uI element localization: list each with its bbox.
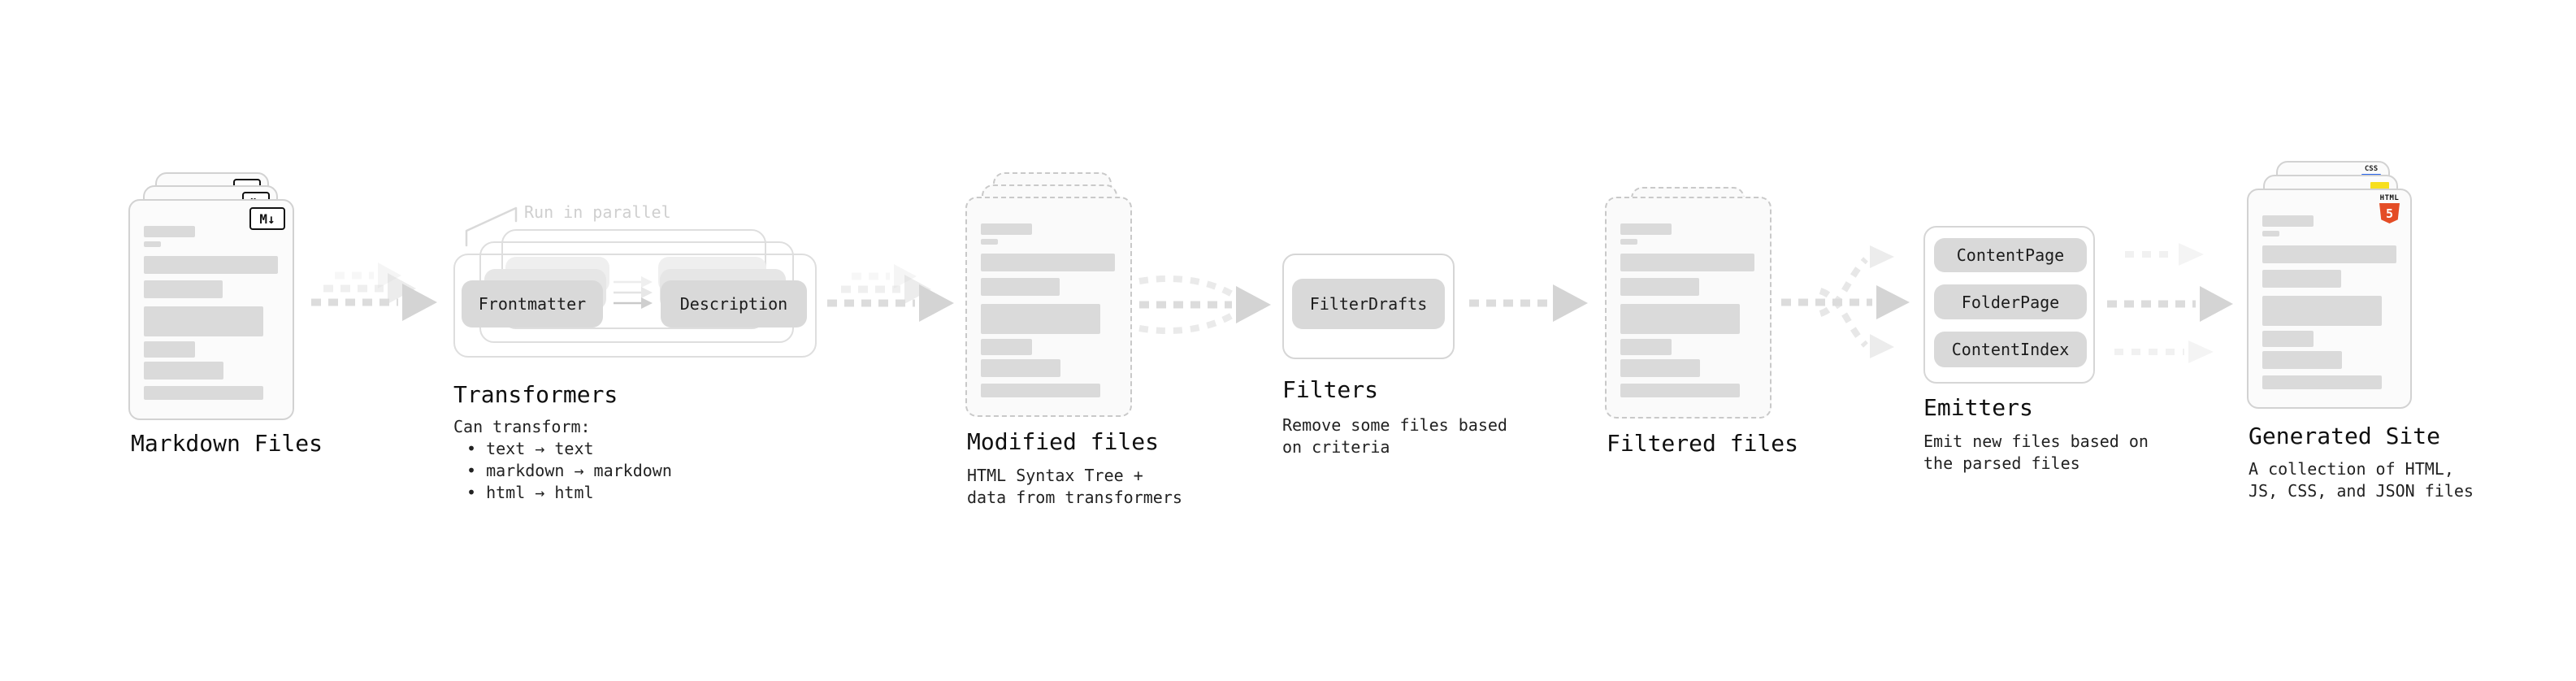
placeholder-line [144,256,278,274]
transformers-label: Transformers [453,381,618,408]
run-in-parallel-note: Run in parallel [524,202,671,222]
filtered-files-label: Filtered files [1607,430,1799,457]
placeholder-line [2262,351,2342,369]
transformers-caption-line: • html → html [466,483,594,502]
placeholder-line [981,223,1032,235]
placeholder-line [144,280,223,298]
description-pill: Description [661,280,807,327]
placeholder-line [981,239,998,245]
emitters-caption-line: Emit new files based on [1923,432,2149,451]
placeholder-line [981,384,1100,397]
placeholder-line [144,386,263,400]
html5-icon: HTML 5 [2379,194,2400,223]
generated-site-caption-line: JS, CSS, and JSON files [2249,481,2474,501]
modified-file-card-front [965,197,1132,417]
document-placeholder-lines [1620,198,1762,417]
placeholder-line [981,359,1060,377]
folderpage-pill: FolderPage [1934,284,2087,319]
markdown-files-label: Markdown Files [131,430,323,457]
filterdrafts-pill: FilterDrafts [1292,279,1445,329]
placeholder-line [2262,245,2396,263]
transformer-group-box-front [453,254,817,358]
document-placeholder-lines [2262,190,2402,407]
emitters-caption-line: the parsed files [1923,453,2080,473]
arrow-emitters-to-generated [2107,243,2233,363]
placeholder-line [981,278,1060,296]
placeholder-line [144,362,223,380]
placeholder-line [1620,223,1672,235]
filtered-file-card-front [1605,197,1772,419]
arrow-modified-to-filters [1138,275,1271,335]
arrow-markdown-to-transformers [311,262,437,321]
placeholder-line [2262,270,2341,288]
placeholder-line [981,304,1100,334]
placeholder-line [2262,215,2314,227]
placeholder-line [1620,339,1672,355]
markdown-file-card-front: M↓ [128,199,294,420]
placeholder-line [144,341,195,358]
placeholder-line [144,306,263,336]
contentindex-pill: ContentIndex [1934,332,2087,367]
placeholder-line [1620,239,1637,245]
placeholder-line [2262,375,2382,389]
filters-caption-line: on criteria [1282,437,1390,457]
arrow-filters-to-filtered [1469,284,1588,322]
arrow-filtered-to-emitters [1781,245,1910,358]
placeholder-line [2262,231,2279,236]
placeholder-line [144,241,161,247]
placeholder-line [1620,254,1754,271]
filters-caption-line: Remove some files based [1282,415,1507,435]
modified-files-caption-line: data from transformers [967,488,1182,507]
arrow-frontmatter-to-description [614,276,653,309]
arrow-transformers-to-modified [827,264,954,322]
run-in-parallel-leader-line [465,206,518,247]
placeholder-line [144,226,195,237]
document-placeholder-lines [981,198,1122,415]
document-placeholder-lines [144,201,284,419]
emitters-label: Emitters [1923,394,2033,421]
placeholder-line [981,339,1032,355]
placeholder-line [1620,384,1740,397]
filters-label: Filters [1282,376,1379,403]
markdown-icon: M↓ [249,207,285,230]
generated-site-caption-line: A collection of HTML, [2249,459,2454,479]
placeholder-line [1620,278,1699,296]
transformers-caption-line: Can transform: [453,417,591,436]
placeholder-line [1620,304,1740,334]
placeholder-line [981,254,1115,271]
transformers-caption-line: • text → text [466,439,594,458]
generated-file-card-front: HTML 5 [2247,189,2412,409]
placeholder-line [2262,296,2382,326]
placeholder-line [2262,331,2314,347]
contentpage-pill: ContentPage [1934,238,2087,272]
generated-site-label: Generated Site [2249,423,2441,449]
frontmatter-pill: Frontmatter [462,280,603,327]
placeholder-line [1620,359,1700,377]
modified-files-label: Modified files [967,428,1160,455]
modified-files-caption-line: HTML Syntax Tree + [967,466,1143,485]
transformers-caption-line: • markdown → markdown [466,461,672,480]
